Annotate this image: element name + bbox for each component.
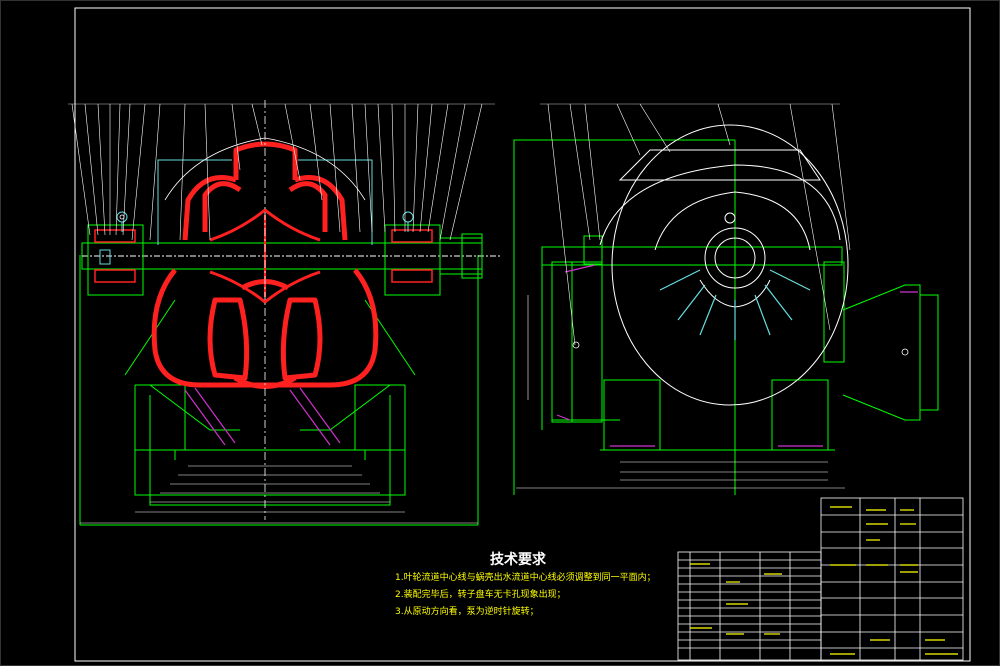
tech-item-2: 2.装配完毕后，转子盘车无卡孔现象出现；	[395, 588, 566, 600]
title-block	[677, 497, 964, 661]
tech-item-1: 1.叶轮流道中心线与蜗壳出水流道中心线必须调整到同一平面内；	[395, 571, 656, 583]
volute-ribs	[659, 269, 811, 340]
tech-title: 技术要求	[490, 551, 547, 568]
shaft-assembly	[81, 224, 500, 296]
technical-requirements: 技术要求 1.叶轮流道中心线与蜗壳出水流道中心线必须调整到同一平面内； 2.装配…	[395, 551, 656, 617]
base-hatch	[184, 387, 341, 446]
part-leaders-right	[540, 103, 851, 346]
bearing-section	[94, 229, 433, 283]
tech-item-3: 3.从原动方向看，泵为逆时针旋转；	[395, 605, 539, 617]
side-hatch	[556, 264, 918, 447]
dimensions-right	[516, 295, 845, 489]
side-view	[513, 103, 939, 495]
dimensions-left	[80, 465, 478, 524]
pump-base	[79, 255, 479, 526]
front-section-view	[68, 100, 500, 526]
bearing-cyan	[99, 159, 414, 265]
casing-outline	[164, 100, 366, 520]
center-marks	[119, 214, 909, 356]
title-block-marks	[690, 506, 958, 655]
side-frame	[513, 139, 939, 495]
part-leaders-left	[68, 103, 495, 241]
